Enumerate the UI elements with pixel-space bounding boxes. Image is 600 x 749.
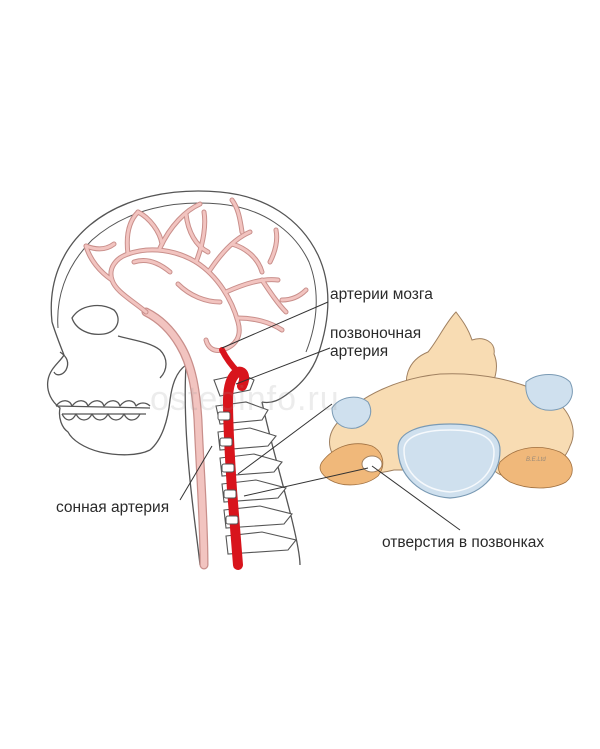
label-vertebral-foramina: отверстия в позвонках	[382, 534, 545, 551]
leader-lines	[179, 301, 461, 531]
watermark-text: osteoinfo.ru	[150, 380, 340, 418]
vertebral-artery	[219, 347, 250, 570]
label-vertebral-artery-line1: позвоночная	[330, 325, 422, 342]
vertebra-top-view	[319, 311, 574, 499]
brain-arteries	[83, 197, 309, 353]
brand-mark: B.E.Ltd	[526, 457, 546, 463]
carotid-artery	[141, 307, 209, 570]
label-brain-arteries: артерии мозга	[330, 286, 433, 303]
label-vertebral-artery-line2: артерия	[330, 343, 389, 360]
vertebra-overlays	[217, 411, 239, 525]
skull-outline	[46, 190, 329, 566]
label-carotid-artery: сонная артерия	[56, 499, 170, 516]
